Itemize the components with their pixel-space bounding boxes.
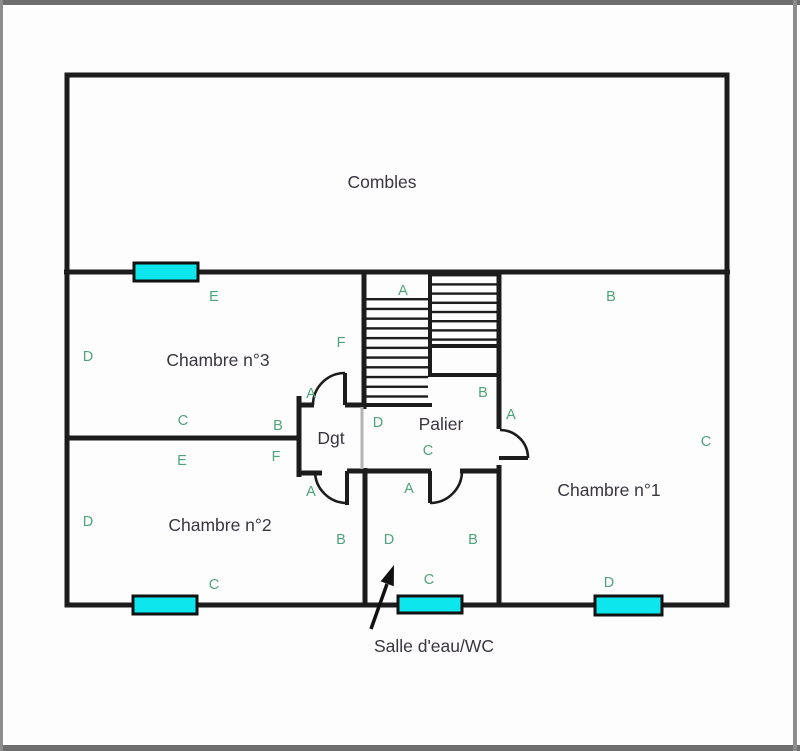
- salle-eau-window: [396, 594, 464, 615]
- salle-eau-annotation: [369, 565, 394, 630]
- stairs-right-flight-treads: [432, 274, 497, 346]
- door-window-marker: A: [306, 484, 316, 500]
- arrow-head-icon: [380, 565, 394, 587]
- door-window-marker: A: [306, 386, 316, 402]
- door-window-marker: B: [273, 418, 283, 434]
- door-window-marker: C: [701, 434, 711, 450]
- door-window-marker: D: [604, 575, 614, 591]
- door-window-marker: A: [398, 283, 408, 299]
- room-label-chambre3: Chambre n°3: [166, 350, 269, 370]
- frame-bottom: [0, 745, 800, 751]
- dgt-top-door-arc: [311, 371, 346, 406]
- room-label-chambre1: Chambre n°1: [557, 480, 660, 500]
- door-window-marker: B: [606, 289, 616, 305]
- door-window-marker: B: [468, 532, 478, 548]
- staircase: [366, 274, 497, 405]
- room-label-combles: Combles: [347, 172, 416, 192]
- door-window-marker: A: [506, 407, 516, 423]
- chambre2-window: [131, 594, 199, 616]
- door-window-marker: C: [209, 577, 219, 593]
- door-window-marker: E: [209, 289, 219, 305]
- chambre1-window: [593, 594, 664, 617]
- salle-eau-door-arc: [429, 470, 464, 505]
- frame-right: [793, 0, 797, 751]
- room-label-dgt: Dgt: [317, 428, 344, 448]
- letter-markers: E B A D F C B E F A D B A C C A A B D B …: [83, 283, 711, 593]
- door-window-marker: C: [424, 572, 434, 588]
- frame-top: [0, 0, 800, 5]
- door-window-marker: F: [337, 335, 346, 351]
- room-labels: Combles Chambre n°3 Chambre n°2 Chambre …: [166, 172, 660, 656]
- door-window-marker: C: [178, 413, 188, 429]
- stairs-left-flight-treads: [366, 298, 428, 405]
- door-window-marker: B: [336, 532, 346, 548]
- dgt-bottom-door-arc: [313, 470, 348, 505]
- door-window-marker: D: [373, 415, 383, 431]
- annotation-label-salle-eau: Salle d'eau/WC: [374, 636, 494, 656]
- chambre3-window: [132, 261, 200, 283]
- door-window-marker: D: [384, 532, 394, 548]
- door-window-marker: B: [478, 385, 488, 401]
- door-window-marker: D: [83, 514, 93, 530]
- doors: [311, 371, 530, 505]
- frame-left: [0, 0, 3, 751]
- door-window-marker: A: [404, 481, 414, 497]
- room-label-chambre2: Chambre n°2: [168, 515, 271, 535]
- chambre1-door-arc: [499, 428, 530, 459]
- windows: [131, 261, 664, 617]
- door-window-marker: F: [272, 449, 281, 465]
- door-window-marker: E: [177, 453, 187, 469]
- arrow-line: [369, 583, 389, 630]
- door-window-marker: D: [83, 349, 93, 365]
- room-label-palier: Palier: [419, 414, 464, 434]
- door-window-marker: C: [423, 443, 433, 459]
